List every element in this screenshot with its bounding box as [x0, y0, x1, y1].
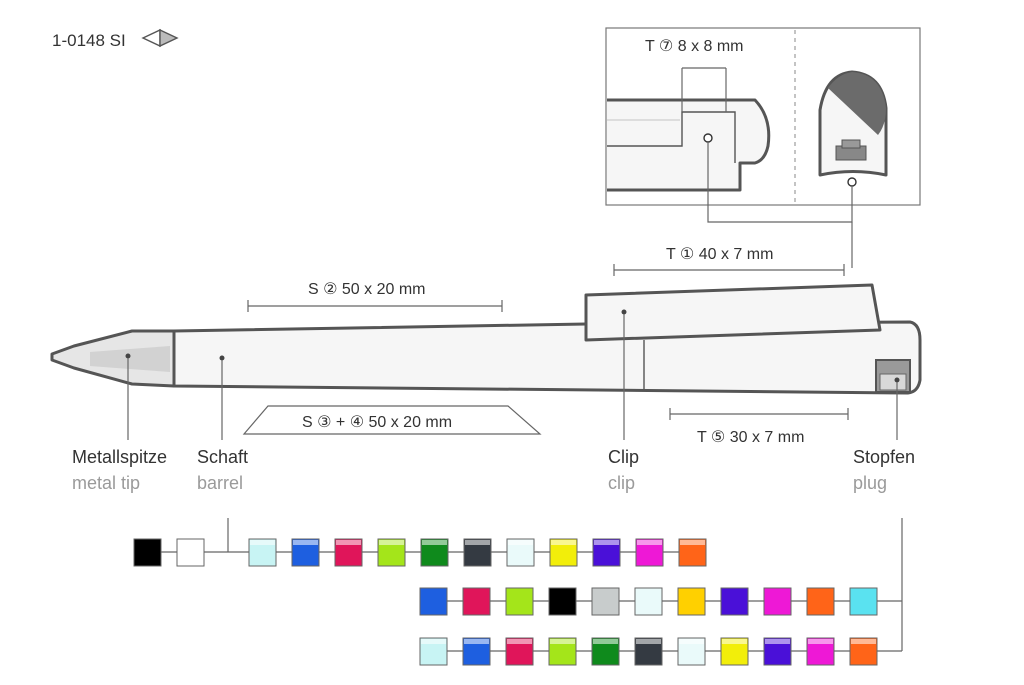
- clip-color-swatch: [720, 587, 749, 616]
- plug-color-swatch-gloss: [550, 639, 575, 644]
- color-swatches: [133, 538, 878, 666]
- clip-color-swatch: [634, 587, 663, 616]
- barrel-color-swatch: [133, 538, 162, 567]
- barrel-frosted-color-swatch-gloss: [422, 540, 447, 545]
- plug-color-swatch-gloss: [593, 639, 618, 644]
- part-sublabel-plug: plug: [853, 473, 887, 493]
- clip-color-swatch: [849, 587, 878, 616]
- product-code: 1-0148 SI: [52, 31, 126, 50]
- clip-color-swatch: [677, 587, 706, 616]
- imprint-s2-label: S ② 50 x 20 mm: [308, 281, 426, 298]
- plug-color-swatch-gloss: [464, 639, 489, 644]
- imprint-t5-label: T ⑤ 30 x 7 mm: [697, 429, 804, 446]
- barrel-frosted-color-swatch-gloss: [637, 540, 662, 545]
- part-label-clip: Clip: [608, 447, 639, 467]
- barrel-frosted-color-swatch-gloss: [508, 540, 533, 545]
- plug-color-swatch-gloss: [679, 639, 704, 644]
- pen-illustration: [50, 283, 922, 395]
- clip-color-swatch: [462, 587, 491, 616]
- part-sublabel-clip: clip: [608, 473, 635, 493]
- barrel-frosted-color-swatch-gloss: [680, 540, 705, 545]
- imprint-t7-marker: [703, 133, 713, 143]
- plug-color-swatch-gloss: [722, 639, 747, 644]
- barrel-frosted-color-swatch-gloss: [250, 540, 275, 545]
- barrel-color-swatch: [176, 538, 205, 567]
- imprint-t1-marker: [847, 177, 857, 187]
- part-label-tip: Metallspitze: [72, 447, 167, 467]
- clip-color-swatch: [419, 587, 448, 616]
- part-sublabel-barrel: barrel: [197, 473, 243, 493]
- barrel-frosted-color-swatch-gloss: [379, 540, 404, 545]
- detail-inset: T ⑦ 8 x 8 mm: [605, 27, 921, 206]
- view-direction-icon: [141, 28, 179, 48]
- part-label-barrel: Schaft: [197, 447, 248, 467]
- clip-color-swatch: [591, 587, 620, 616]
- clip-color-swatch: [505, 587, 534, 616]
- plug-color-swatch-gloss: [507, 639, 532, 644]
- clip-color-swatch: [763, 587, 792, 616]
- clip-color-swatch: [548, 587, 577, 616]
- barrel-frosted-color-swatch-gloss: [465, 540, 490, 545]
- plug-color-swatch-gloss: [808, 639, 833, 644]
- imprint-s34-label: S ③ + ④ 50 x 20 mm: [302, 414, 452, 431]
- part-label-plug: Stopfen: [853, 447, 915, 467]
- plug-color-swatch-gloss: [765, 639, 790, 644]
- plug-color-swatch-gloss: [636, 639, 661, 644]
- barrel-frosted-color-swatch-gloss: [293, 540, 318, 545]
- plug-color-swatch-gloss: [851, 639, 876, 644]
- barrel-frosted-color-swatch-gloss: [551, 540, 576, 545]
- clip-color-swatch: [806, 587, 835, 616]
- barrel-frosted-color-swatch-gloss: [594, 540, 619, 545]
- imprint-t7-label: T ⑦ 8 x 8 mm: [645, 38, 744, 55]
- plug-color-swatch-gloss: [421, 639, 446, 644]
- clip: [584, 283, 882, 342]
- imprint-t1-label: T ① 40 x 7 mm: [666, 246, 773, 263]
- barrel-frosted-color-swatch-gloss: [336, 540, 361, 545]
- part-sublabel-tip: metal tip: [72, 473, 140, 493]
- swatch-connectors: [146, 518, 903, 652]
